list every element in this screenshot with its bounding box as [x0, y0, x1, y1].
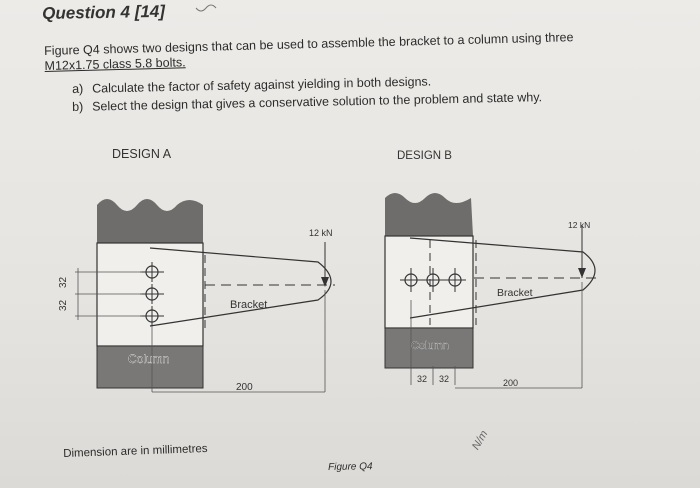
load-arrowhead-b: [578, 268, 586, 278]
bracket-label-b: Bracket: [497, 287, 533, 299]
bracket-b: [409, 237, 596, 319]
column-top-hatch-a: [97, 199, 203, 243]
design-a-diagram: 32 32 12 kN Bracket Column 200: [58, 199, 335, 393]
dim-left-a-2: 32: [58, 299, 69, 311]
dim-left-a-1: 32: [58, 276, 69, 288]
dim-length-b: 200: [503, 378, 518, 388]
column-bottom-a: [96, 345, 204, 389]
load-label-b: 12 kN: [568, 220, 590, 230]
column-label-b: Column: [411, 340, 449, 352]
pen-scribble: [195, 4, 217, 12]
bracket-a: [149, 247, 332, 327]
task-b-marker: b): [72, 99, 84, 114]
dim-bottom-b-1: 32: [417, 374, 427, 384]
column-top-hatch-b: [385, 193, 473, 236]
design-a-heading: DESIGN A: [112, 147, 172, 161]
task-a-marker: a): [72, 81, 84, 96]
column-b: [384, 235, 474, 329]
design-b-diagram: 12 kN Bracket Column 32 32 200: [384, 193, 600, 389]
bolt-group-b: [400, 268, 466, 292]
dim-bottom-b-2: 32: [439, 374, 449, 384]
design-b-heading: DESIGN B: [397, 150, 452, 162]
dim-length-a: 200: [236, 382, 253, 393]
column-label-a: Column: [128, 352, 169, 366]
load-label-a: 12 kN: [309, 228, 333, 238]
column-bottom-b: [384, 327, 474, 369]
figure-caption: Figure Q4: [328, 461, 373, 473]
bolt-group-a: [140, 262, 164, 326]
bracket-label-a: Bracket: [230, 299, 267, 311]
load-arrowhead-a: [321, 277, 329, 287]
